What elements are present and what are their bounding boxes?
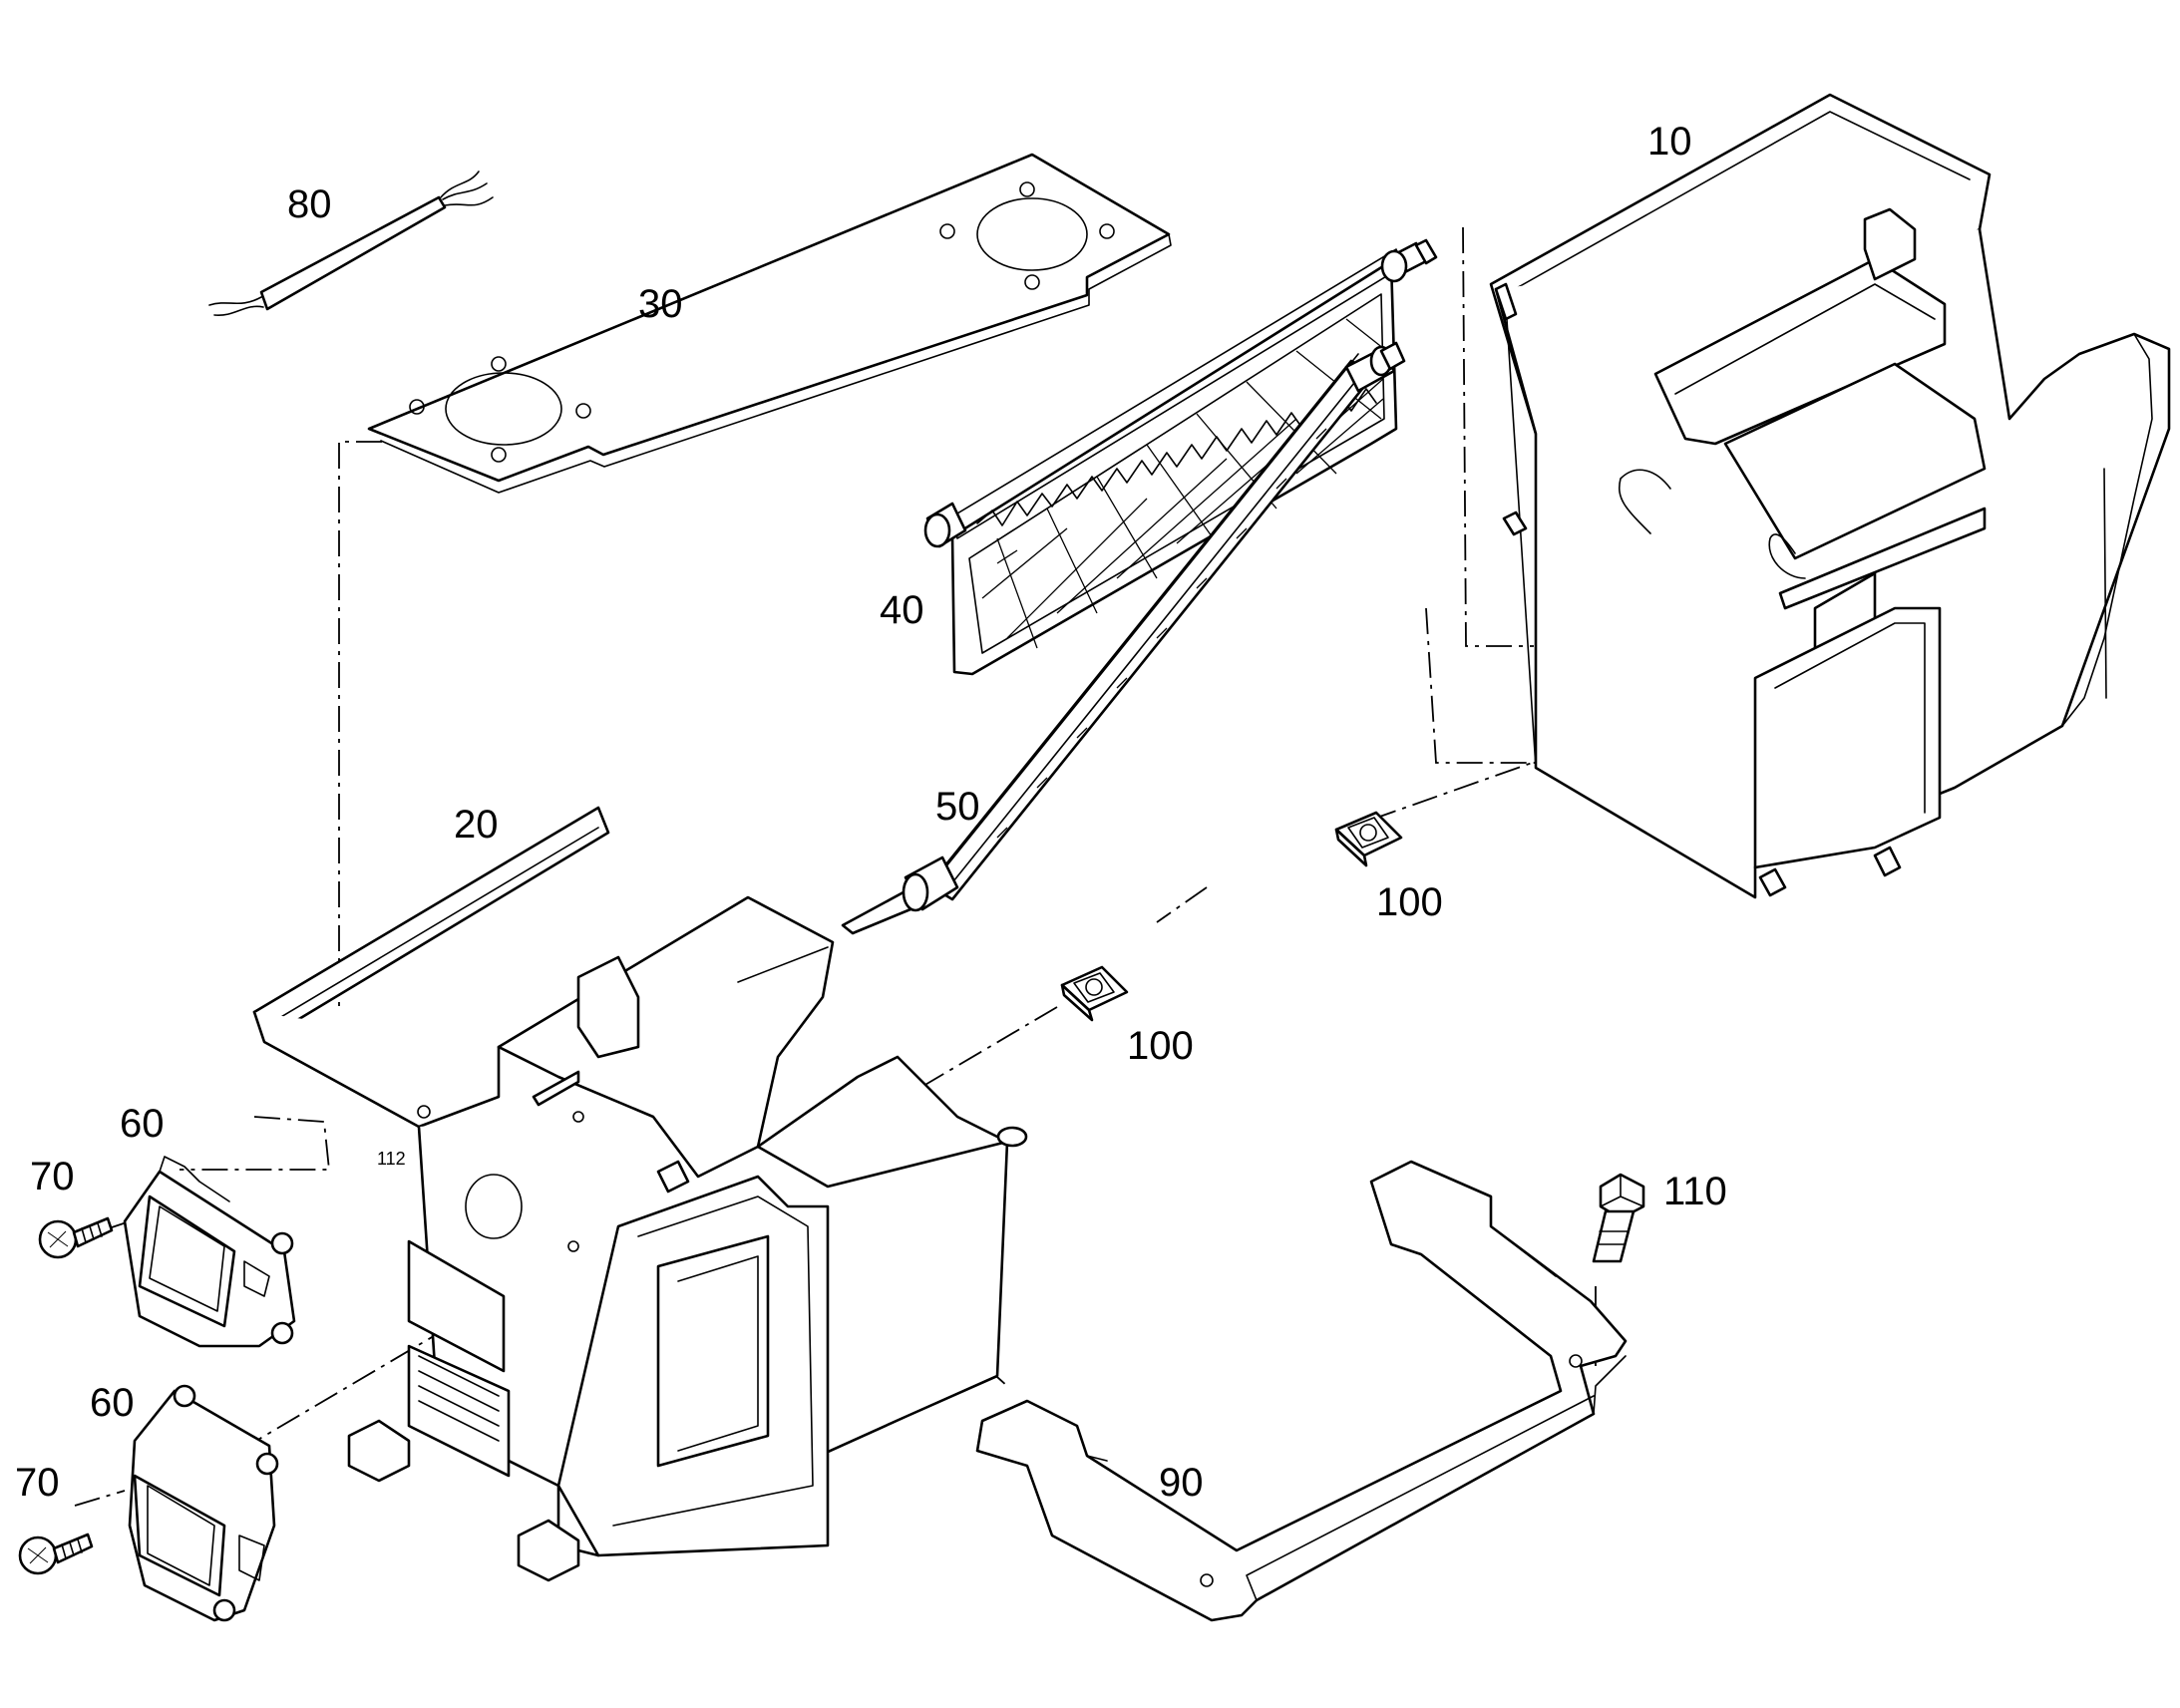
part-110-bolt bbox=[1592, 1173, 1645, 1263]
callout-80: 80 bbox=[287, 182, 332, 226]
callout-40: 40 bbox=[880, 588, 924, 632]
part-60-actuator-lower bbox=[128, 1384, 279, 1622]
part-100-clip-nut-upper bbox=[1334, 811, 1403, 867]
callout-70-upper: 70 bbox=[30, 1155, 75, 1198]
part-90-bracket bbox=[975, 1160, 1628, 1622]
callout-50: 50 bbox=[935, 785, 980, 829]
callout-110: 110 bbox=[1663, 1170, 1727, 1213]
callout-90: 90 bbox=[1159, 1461, 1204, 1505]
part-20-lower-housing: 112 bbox=[252, 806, 1028, 1582]
callout-100-lower: 100 bbox=[1127, 1024, 1194, 1068]
callout-20: 20 bbox=[454, 803, 499, 847]
callout-10: 10 bbox=[1647, 120, 1692, 164]
part-70-screw-lower bbox=[18, 1533, 94, 1575]
part-10-upper-housing bbox=[1489, 93, 2171, 899]
part-100-clip-nut-lower bbox=[1060, 965, 1129, 1022]
part-30-plate bbox=[367, 153, 1172, 494]
callout-70-lower: 70 bbox=[15, 1461, 60, 1505]
part-70-screw-upper bbox=[38, 1216, 114, 1259]
part-80-wire-sleeve bbox=[208, 171, 494, 316]
part-50-flap-rod bbox=[841, 341, 1406, 935]
callout-30: 30 bbox=[638, 282, 683, 326]
callout-60-upper: 60 bbox=[120, 1102, 165, 1146]
callout-60-lower: 60 bbox=[90, 1381, 135, 1425]
callout-100-upper: 100 bbox=[1376, 880, 1443, 924]
part-60-actuator-upper bbox=[123, 1156, 296, 1348]
callout-labels: 10 20 30 40 50 60 60 70 70 80 90 100 100… bbox=[15, 120, 1727, 1505]
housing-mark: 112 bbox=[377, 1149, 406, 1169]
